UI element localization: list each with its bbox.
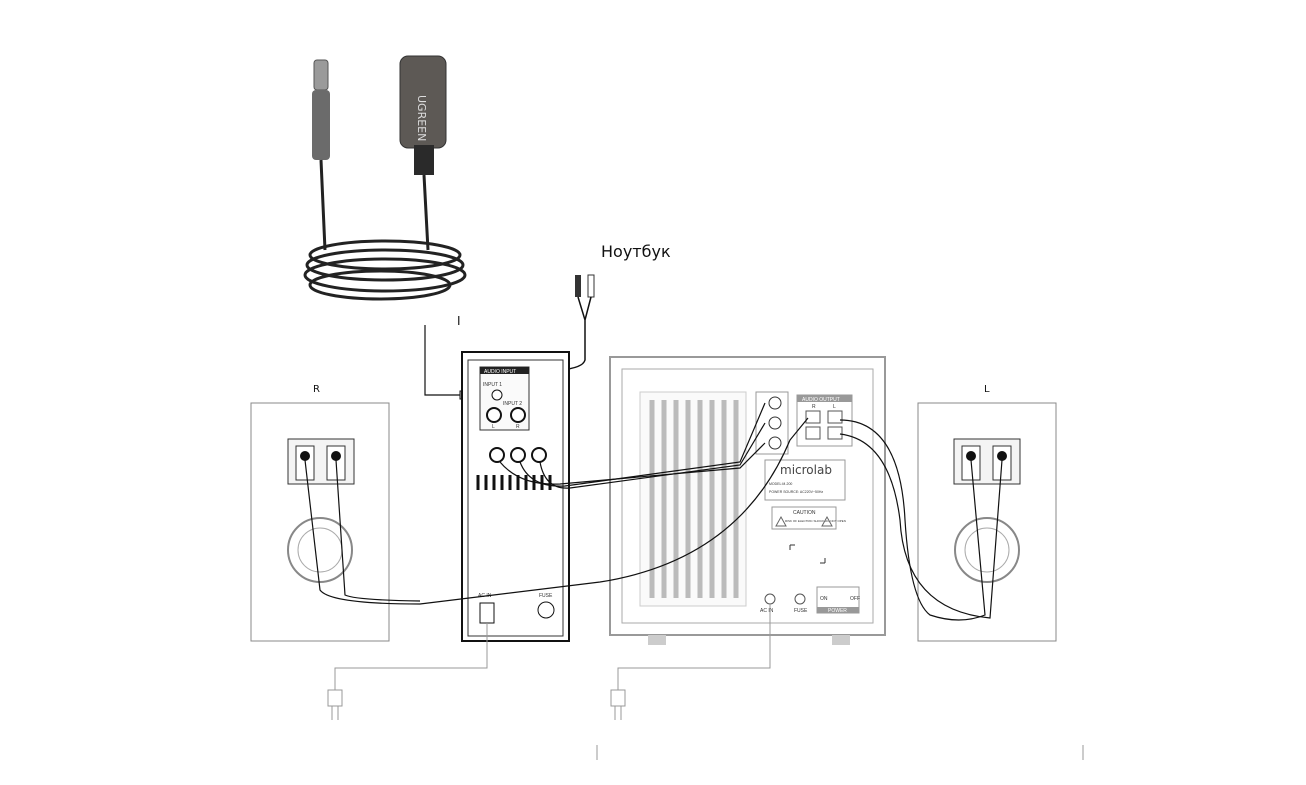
cables [304,402,1003,621]
model-text: MODEL:M-200 [769,482,792,486]
out-r-text: R [812,404,816,410]
input-marker-label: I [457,314,461,328]
sub-fuse-text: FUSE [794,608,808,614]
amp-input1-text: INPUT 1 [483,382,502,388]
laptop-label: Ноутбук [601,242,671,261]
amp-input2-text: INPUT 2 [503,401,522,407]
bluetooth-adapter-image: UGREEN [303,55,467,301]
microlab-logo-text: microlab [780,463,832,477]
right-speaker-label: R [313,384,320,395]
adapter-brand-text: UGREEN [415,95,428,141]
amp-fuse-text: FUSE [539,593,553,599]
power-source-text: POWER SOURCE: AC220V~50Hz [769,490,823,494]
right-speaker [250,402,390,642]
amp-l-text: L [492,424,495,430]
amp-header-text: AUDIO INPUT [484,369,516,375]
left-speaker-label: L [984,384,990,395]
on-text: ON [820,596,828,602]
caution-text: CAUTION [793,510,816,516]
amplifier-panel: AUDIO INPUT INPUT 1 INPUT 2 L R AC IN FU… [461,351,570,642]
power-text: POWER [828,608,847,614]
subwoofer: AUDIO OUTPUT R L microlab MODEL:M-200 PO… [609,356,886,645]
out-l-text: L [833,404,836,410]
amp-r-text: R [516,424,520,430]
power-plug-icon [327,689,626,720]
left-speaker [917,402,1057,642]
audio-output-text: AUDIO OUTPUT [802,397,840,403]
off-text: OFF [850,596,860,602]
caution-detail-text: RISK OF ELECTRIC SHOCK DO NOT OPEN [785,519,846,523]
power-cords [334,604,771,690]
sub-ac-in-text: AC IN [760,608,774,614]
